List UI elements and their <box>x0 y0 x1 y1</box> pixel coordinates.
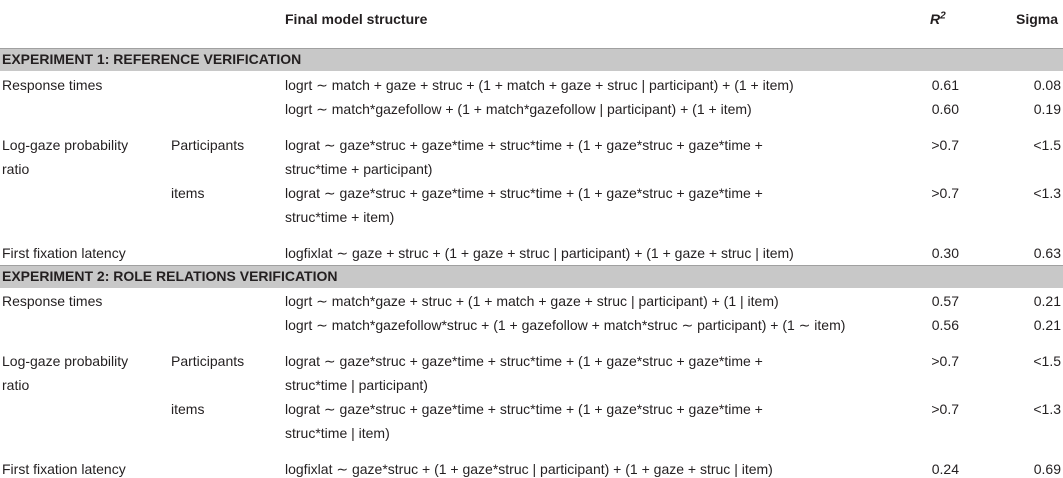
model-formula-cont: struc*time | item) <box>285 425 390 441</box>
model-formula: lograt ∼ gaze*struc + gaze*time + struc*… <box>285 401 763 417</box>
header-sigma: Sigma <box>1016 11 1059 27</box>
r2-value: >0.7 <box>931 137 959 153</box>
row-label-cont: ratio <box>2 377 30 393</box>
sigma-value: 0.21 <box>1033 293 1061 309</box>
header-r2: R2 <box>930 10 946 27</box>
section-header-experiment-1: EXPERIMENT 1: REFERENCE VERIFICATION <box>0 48 1063 71</box>
row-label: First fixation latency <box>2 245 126 261</box>
sigma-value: 0.21 <box>1033 317 1061 333</box>
model-formula: logrt ∼ match*gazefollow + (1 + match*ga… <box>285 101 752 117</box>
model-formula: logrt ∼ match + gaze + struc + (1 + matc… <box>285 77 794 93</box>
section-title: EXPERIMENT 2: ROLE RELATIONS VERIFICATIO… <box>2 268 338 284</box>
row-sublabel: items <box>171 185 205 201</box>
sigma-value: 0.19 <box>1033 101 1061 117</box>
sigma-value: <1.5 <box>1033 353 1061 369</box>
r2-value: 0.61 <box>931 77 959 93</box>
r2-value: 0.56 <box>931 317 959 333</box>
r2-value: >0.7 <box>931 185 959 201</box>
model-formula: lograt ∼ gaze*struc + gaze*time + struc*… <box>285 137 763 153</box>
row-label: Response times <box>2 77 103 93</box>
row-sublabel: items <box>171 401 205 417</box>
sigma-value: <1.3 <box>1033 401 1061 417</box>
r2-value: 0.57 <box>931 293 959 309</box>
model-formula: lograt ∼ gaze*struc + gaze*time + struc*… <box>285 185 763 201</box>
model-formula-cont: struc*time + item) <box>285 209 395 225</box>
sigma-value: 0.08 <box>1033 77 1061 93</box>
r2-value: 0.24 <box>931 461 959 477</box>
sigma-value: <1.5 <box>1033 137 1061 153</box>
model-formula-cont: struc*time | participant) <box>285 377 428 393</box>
row-label: First fixation latency <box>2 461 126 477</box>
r2-value: >0.7 <box>931 353 959 369</box>
row-label: Log-gaze probability <box>2 353 129 369</box>
r2-value: >0.7 <box>931 401 959 417</box>
model-formula: logrt ∼ match*gazefollow*struc + (1 + ga… <box>285 317 846 333</box>
model-formula: lograt ∼ gaze*struc + gaze*time + struc*… <box>285 353 763 369</box>
model-formula: logfixlat ∼ gaze + struc + (1 + gaze + s… <box>285 245 794 261</box>
header-model: Final model structure <box>285 11 428 27</box>
section-header-experiment-2: EXPERIMENT 2: ROLE RELATIONS VERIFICATIO… <box>0 265 1063 288</box>
model-formula: logrt ∼ match*gaze + struc + (1 + match … <box>285 293 779 309</box>
sigma-value: 0.63 <box>1033 245 1061 261</box>
row-label-cont: ratio <box>2 161 30 177</box>
row-sublabel: Participants <box>171 137 245 153</box>
row-sublabel: Participants <box>171 353 245 369</box>
sigma-value: <1.3 <box>1033 185 1061 201</box>
row-label: Response times <box>2 293 103 309</box>
r2-value: 0.30 <box>931 245 959 261</box>
model-formula-cont: struc*time + participant) <box>285 161 433 177</box>
r2-value: 0.60 <box>931 101 959 117</box>
sigma-value: 0.69 <box>1033 461 1061 477</box>
section-title: EXPERIMENT 1: REFERENCE VERIFICATION <box>2 51 302 67</box>
row-label: Log-gaze probability <box>2 137 129 153</box>
model-formula: logfixlat ∼ gaze*struc + (1 + gaze*struc… <box>285 461 773 477</box>
